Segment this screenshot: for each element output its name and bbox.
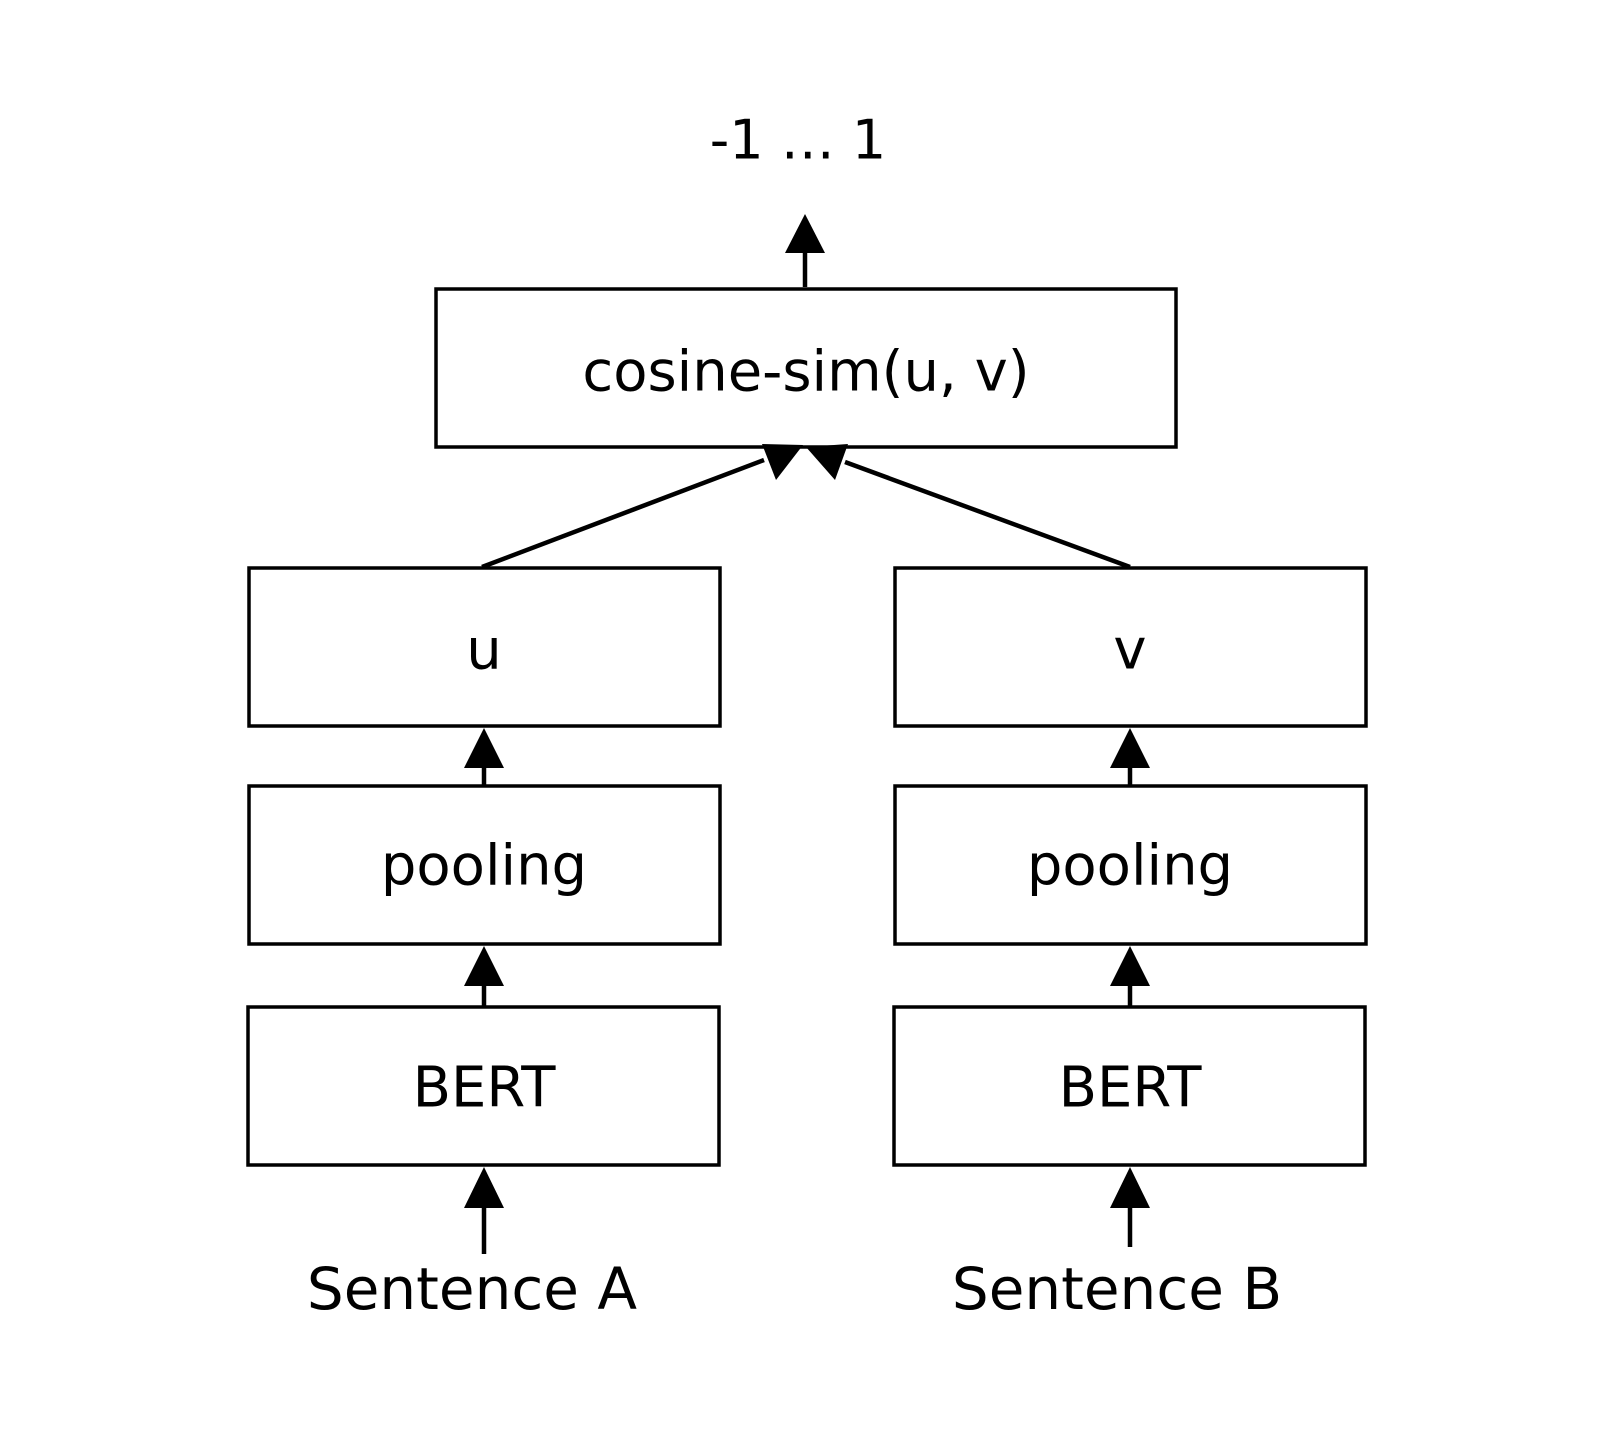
arrow-sentence-b-to-bert	[1110, 1167, 1150, 1247]
arrow-pooling-a-to-u	[464, 728, 504, 785]
output-range-label: -1 … 1	[710, 109, 887, 172]
bert-a-label: BERT	[413, 1056, 557, 1121]
arrow-pooling-b-to-v	[1110, 728, 1150, 785]
pooling-b-label: pooling	[1027, 834, 1233, 899]
cosine-sim-label: cosine-sim(u, v)	[582, 340, 1029, 405]
embedding-v-label: v	[1113, 618, 1146, 683]
output-arrow	[785, 214, 825, 287]
arrow-sentence-a-to-bert	[464, 1167, 504, 1254]
branch-a: u pooling BERT Sentence A	[246, 566, 722, 1323]
embedding-v-node: v	[893, 566, 1368, 728]
bert-b-node: BERT	[892, 1005, 1367, 1167]
bert-a-node: BERT	[246, 1005, 721, 1167]
cosine-sim-node: cosine-sim(u, v)	[434, 287, 1178, 449]
embedding-u-label: u	[466, 618, 502, 683]
pooling-b-node: pooling	[893, 784, 1368, 946]
embedding-u-node: u	[247, 566, 722, 728]
sentence-a-label: Sentence A	[307, 1255, 637, 1323]
bert-b-label: BERT	[1059, 1056, 1203, 1121]
pooling-a-label: pooling	[381, 834, 587, 899]
branch-b: v pooling BERT Sentence B	[892, 566, 1368, 1323]
arrow-bert-b-to-pooling	[1110, 946, 1150, 1006]
sentence-b-label: Sentence B	[952, 1255, 1282, 1323]
arrow-bert-a-to-pooling	[464, 946, 504, 1006]
edge-u-to-cosine	[481, 444, 803, 570]
pooling-a-node: pooling	[247, 784, 722, 946]
edge-v-to-cosine	[806, 444, 1131, 570]
